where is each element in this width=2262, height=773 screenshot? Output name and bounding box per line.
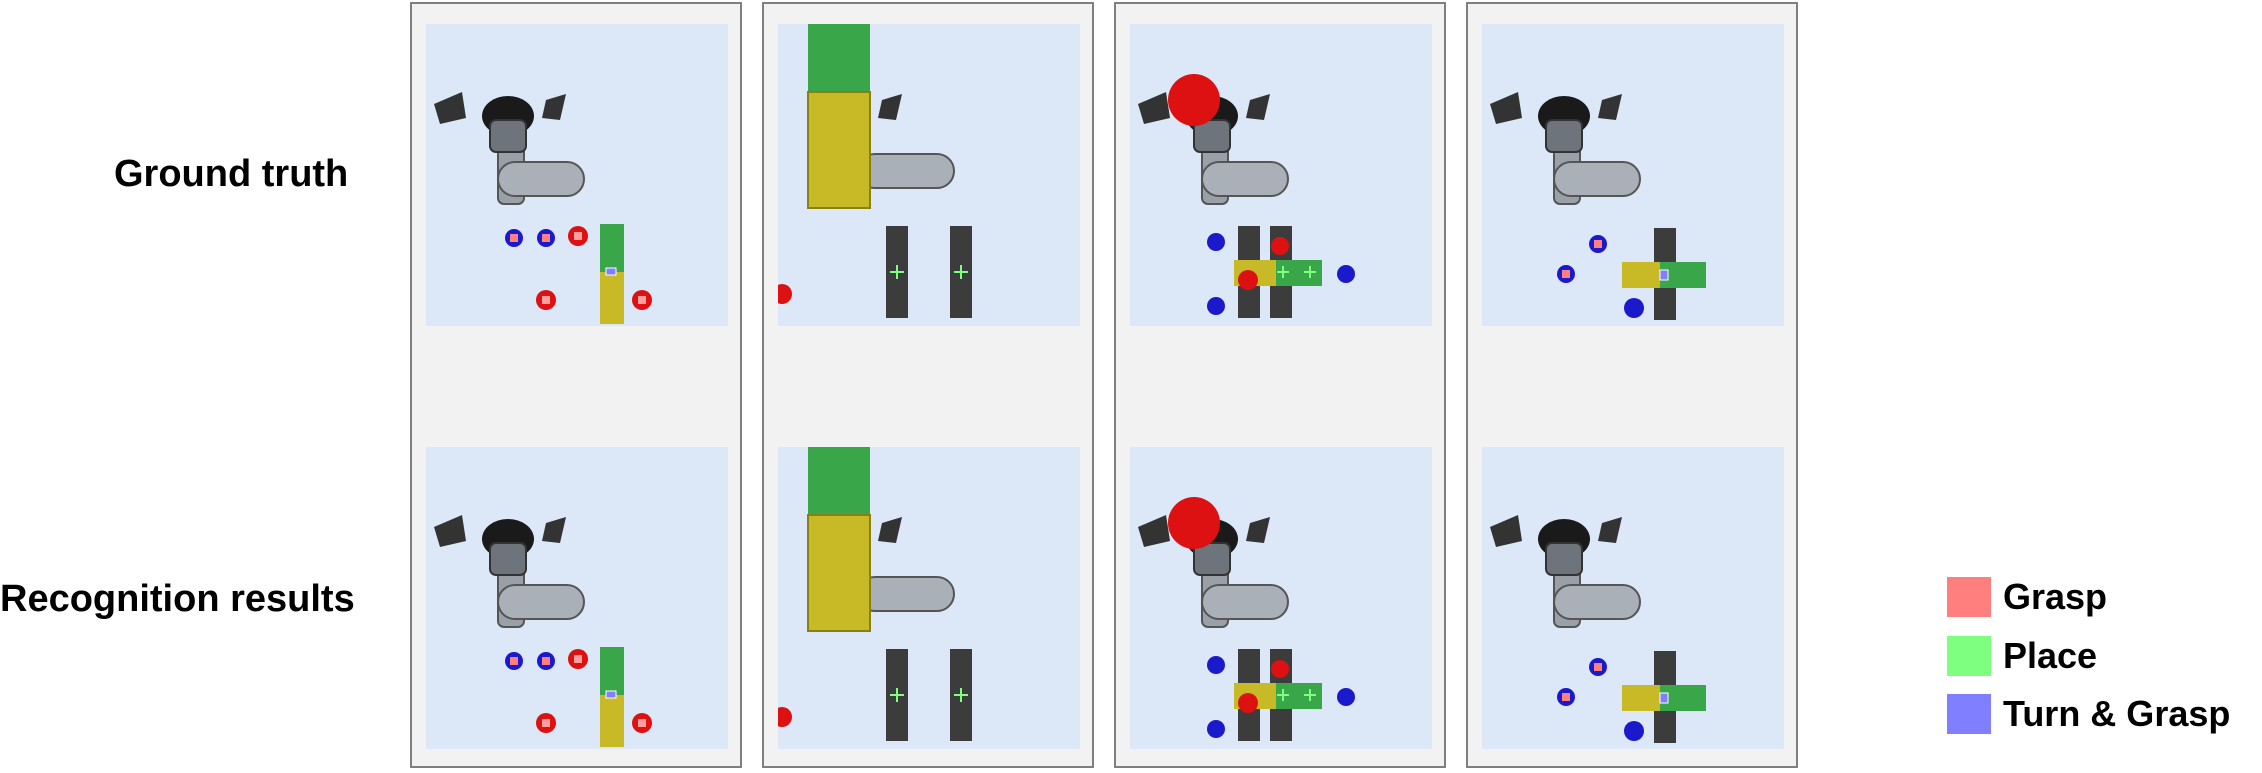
grasp-target — [632, 713, 652, 733]
scene-drawing — [778, 24, 972, 318]
robot-arm — [857, 517, 955, 612]
scene-drawing — [1490, 515, 1706, 743]
green-block — [600, 647, 624, 695]
blue-object — [1207, 720, 1225, 738]
scene-drawing — [434, 92, 652, 324]
place-marker — [890, 265, 904, 279]
scene-drawing — [1490, 92, 1706, 320]
blue-object — [1624, 298, 1644, 318]
turn-grasp-marker — [1659, 692, 1669, 704]
scene-column-4 — [1466, 2, 1798, 768]
grasp-target — [536, 713, 556, 733]
yellow-block — [1622, 685, 1660, 711]
yellow-block — [1622, 262, 1660, 288]
grasp-target — [568, 649, 588, 669]
yellow-block — [600, 272, 624, 324]
blue-object — [1207, 297, 1225, 315]
scene-ground-truth-1 — [426, 24, 728, 326]
scene-drawing — [778, 447, 972, 741]
legend-swatch-grasp — [1947, 577, 1991, 617]
grasp-target — [537, 229, 555, 247]
red-sphere — [1168, 497, 1220, 549]
place-marker — [1277, 266, 1289, 278]
scene-ground-truth-3 — [1130, 24, 1432, 326]
scene-column-3 — [1114, 2, 1446, 768]
scene-ground-truth-2 — [778, 24, 1080, 326]
legend-label-grasp: Grasp — [2003, 576, 2108, 617]
grasp-target — [1589, 658, 1607, 676]
scene-column-1 — [410, 2, 742, 768]
robot-arm — [434, 515, 585, 628]
legend-swatch-place — [1947, 636, 1991, 676]
row-label-recognition-results: Recognition results — [0, 578, 355, 620]
place-marker — [1304, 689, 1316, 701]
red-object — [1238, 270, 1258, 290]
place-marker — [1304, 266, 1316, 278]
yellow-block — [600, 695, 624, 747]
legend-label-turn-grasp: Turn & Grasp — [2003, 693, 2231, 734]
yellow-block — [807, 514, 871, 632]
red-object — [1271, 237, 1289, 255]
scene-drawing — [1138, 74, 1355, 318]
red-object — [778, 707, 792, 727]
robot-arm — [434, 92, 585, 205]
scene-recognition-1 — [426, 447, 728, 749]
grasp-target — [1557, 688, 1575, 706]
yellow-block — [807, 91, 871, 209]
scene-column-2 — [762, 2, 1094, 768]
grasp-target — [632, 290, 652, 310]
row-label-ground-truth: Ground truth — [114, 153, 349, 195]
green-block — [808, 447, 870, 515]
grasp-target — [536, 290, 556, 310]
green-block — [808, 24, 870, 92]
scene-recognition-4 — [1482, 447, 1784, 749]
robot-arm — [1138, 515, 1289, 628]
red-object — [778, 284, 792, 304]
legend-swatch-turn-grasp — [1947, 694, 1991, 734]
grasp-target — [537, 652, 555, 670]
scene-ground-truth-4 — [1482, 24, 1784, 326]
grasp-target — [568, 226, 588, 246]
grasp-target — [1557, 265, 1575, 283]
red-sphere — [1168, 74, 1220, 126]
robot-arm — [1490, 92, 1641, 205]
grasp-target — [1589, 235, 1607, 253]
robot-arm — [857, 94, 955, 189]
blue-object — [1207, 233, 1225, 251]
red-object — [1271, 660, 1289, 678]
place-marker — [890, 688, 904, 702]
scene-drawing — [1138, 497, 1355, 741]
legend-label-place: Place — [2003, 635, 2098, 676]
grasp-target — [505, 229, 523, 247]
green-block — [600, 224, 624, 272]
grasp-target — [505, 652, 523, 670]
turn-grasp-marker — [605, 267, 617, 276]
robot-arm — [1490, 515, 1641, 628]
red-object — [1238, 693, 1258, 713]
blue-object — [1337, 265, 1355, 283]
turn-grasp-marker — [605, 690, 617, 699]
place-marker — [954, 265, 968, 279]
place-marker — [1277, 689, 1289, 701]
scene-recognition-3 — [1130, 447, 1432, 749]
turn-grasp-marker — [1659, 269, 1669, 281]
blue-object — [1337, 688, 1355, 706]
place-marker — [954, 688, 968, 702]
scene-recognition-2 — [778, 447, 1080, 749]
scene-drawing — [434, 515, 652, 747]
blue-object — [1624, 721, 1644, 741]
blue-object — [1207, 656, 1225, 674]
